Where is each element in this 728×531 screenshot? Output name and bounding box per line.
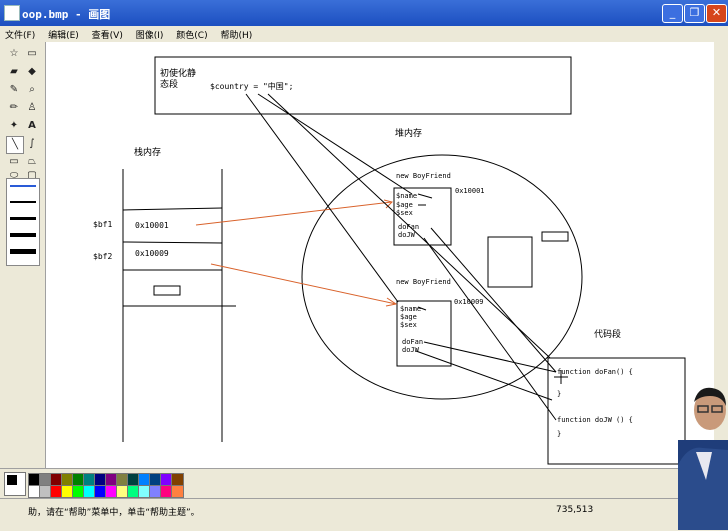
presenter-video [678, 387, 728, 530]
obj2-method-dofan: doFan [402, 338, 423, 346]
magnifier-icon[interactable]: ⌕ [29, 84, 35, 95]
obj2-prop-name: $name [400, 305, 421, 313]
arrow-bf2-to-obj2 [210, 263, 397, 305]
static-box-title-1: 初使化静 [160, 67, 196, 79]
line-width-4[interactable] [10, 233, 36, 237]
rectangle-icon[interactable]: ▭ [9, 156, 19, 167]
code-fn-dojw-close: } [557, 430, 561, 438]
obj1-box [393, 187, 452, 246]
paint-app-icon [4, 5, 20, 21]
obj1-prop-name: $name [396, 192, 417, 200]
free-select-icon[interactable]: ☆ [9, 48, 19, 59]
menu-help[interactable]: 帮助(H) [220, 31, 253, 41]
menu-image[interactable]: 图像(I) [135, 31, 164, 41]
static-box-code: $country = "中国"; [210, 81, 293, 91]
polygon-icon[interactable]: ⏢ [28, 156, 36, 167]
line-width-2[interactable] [10, 201, 36, 203]
obj2-box [396, 300, 452, 367]
static-box-title-2: 态段 [160, 78, 178, 90]
menu-edit[interactable]: 编辑(E) [48, 31, 79, 41]
heap-ellipse [301, 154, 583, 400]
maximize-button[interactable]: ❐ [684, 4, 705, 23]
obj2-method-dojw: doJW [402, 346, 420, 354]
line-width-1[interactable] [10, 185, 36, 187]
rounded-rect-icon[interactable]: ▢ [27, 170, 37, 181]
obj1-addr: 0x10001 [455, 187, 485, 195]
obj1-header: new BoyFriend [396, 172, 451, 180]
brush-icon[interactable]: ♙ [27, 102, 37, 113]
status-bar: 助，请在“帮助”菜单中，单击“帮助主题”。 735,513 [0, 498, 728, 531]
color-palette [0, 468, 728, 499]
stack-addr-2: 0x10009 [135, 249, 169, 258]
vertical-scrollbar[interactable] [714, 42, 728, 468]
line-width-3[interactable] [10, 217, 36, 220]
heap-label: 堆内存 [395, 127, 422, 139]
menu-view[interactable]: 查看(V) [91, 31, 123, 41]
palette-swatch[interactable] [171, 485, 184, 498]
var-bf2: $bf2 [93, 252, 112, 261]
crosshair-cursor-icon [554, 370, 568, 384]
obj1-method-dofan: doFan [398, 223, 419, 231]
current-colors[interactable] [4, 472, 26, 496]
toolbox: ☆ ▭ ▰ ◆ ✎ ⌕ ✏ ♙ ✦ A ╲ ∫ ▭ ⏢ ⬭ ▢ [0, 42, 46, 468]
window-title: oop.bmp - 画图 [22, 8, 111, 21]
foreground-color[interactable] [7, 475, 17, 485]
curve-icon[interactable]: ∫ [29, 138, 35, 149]
drawing-canvas[interactable]: 初使化静 态段 $country = "中国"; 栈内存 堆内存 代码段 $bf… [46, 42, 728, 468]
obj2-prop-age: $age [400, 313, 417, 321]
fill-icon[interactable]: ◆ [28, 66, 36, 77]
code-segment-box [547, 357, 686, 465]
obj1-prop-sex: $sex [396, 209, 413, 217]
rect-select-icon[interactable]: ▭ [27, 48, 37, 59]
line-icon[interactable]: ╲ [6, 136, 24, 154]
obj2-prop-sex: $sex [400, 321, 417, 329]
menu-colors[interactable]: 颜色(C) [176, 31, 208, 41]
arrow-bf1-to-obj1 [195, 201, 393, 226]
stack-addr-1: 0x10001 [135, 221, 169, 230]
pencil-icon[interactable]: ✏ [9, 102, 19, 113]
line-width-selector[interactable] [6, 178, 40, 266]
menu-file[interactable]: 文件(F) [5, 31, 36, 41]
text-icon[interactable]: A [28, 120, 36, 131]
var-bf1: $bf1 [93, 220, 112, 229]
eraser-icon[interactable]: ▰ [10, 66, 18, 77]
ellipse-icon[interactable]: ⬭ [9, 170, 19, 181]
obj1-method-dojw: doJW [398, 231, 416, 239]
code-fn-dojw: function doJW () { [557, 416, 633, 424]
line-width-5[interactable] [10, 249, 36, 254]
status-coordinates: 735,513 [556, 505, 594, 515]
color-picker-icon[interactable]: ✎ [9, 84, 19, 95]
static-segment-box [154, 56, 572, 115]
menu-bar: 文件(F) 编辑(E) 查看(V) 图像(I) 颜色(C) 帮助(H) [0, 26, 728, 43]
title-bar: oop.bmp - 画图 _ ❐ ✕ [0, 0, 728, 26]
minimize-button[interactable]: _ [662, 4, 683, 23]
canvas-area: 初使化静 态段 $country = "中国"; 栈内存 堆内存 代码段 $bf… [46, 42, 728, 468]
close-button[interactable]: ✕ [706, 4, 727, 23]
stack-label: 栈内存 [134, 146, 161, 158]
obj2-addr: 0x10009 [454, 298, 484, 306]
status-message: 助，请在“帮助”菜单中，单击“帮助主题”。 [28, 508, 200, 518]
obj1-prop-age: $age [396, 201, 413, 209]
code-fn-dofan-close: } [557, 390, 561, 398]
airbrush-icon[interactable]: ✦ [9, 120, 19, 131]
code-fn-dofan: function doFan() { [557, 368, 633, 376]
code-segment-label: 代码段 [594, 328, 621, 340]
obj2-header: new BoyFriend [396, 278, 451, 286]
